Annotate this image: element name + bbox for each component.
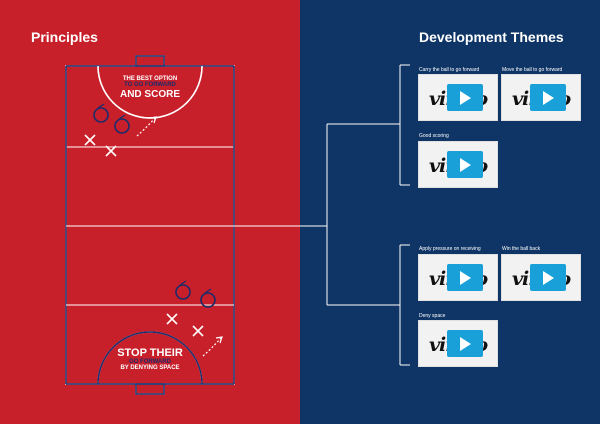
- theme-caption: Apply pressure on receiving: [419, 246, 481, 252]
- bottom-text-line3: BY DENYING SPACE: [120, 365, 180, 371]
- play-icon[interactable]: [447, 330, 483, 357]
- top-pitch-text: THE BEST OPTION TO GO FORWARD AND SCORE: [100, 76, 200, 100]
- principles-panel: [0, 0, 300, 424]
- opponent-circle-1: [175, 284, 191, 300]
- video-thumbnail[interactable]: vimeo: [418, 320, 498, 367]
- bottom-goal: [135, 383, 165, 395]
- video-thumbnail[interactable]: vimeo: [418, 141, 498, 188]
- pitch-outline: [65, 65, 235, 385]
- attacker-circle-1: [93, 107, 109, 123]
- play-icon[interactable]: [530, 264, 566, 291]
- theme-caption: Move the ball to go forward: [502, 67, 563, 73]
- play-icon[interactable]: [447, 151, 483, 178]
- opponent-circle-2: [200, 292, 216, 308]
- defender-cross-4: [192, 325, 204, 337]
- theme-caption: Deny space: [419, 313, 446, 319]
- bottom-pitch-text: STOP THEIR GO FORWARD BY DENYING SPACE: [100, 347, 200, 371]
- play-icon[interactable]: [447, 264, 483, 291]
- defence-arrow: [202, 337, 222, 357]
- play-icon[interactable]: [530, 84, 566, 111]
- top-text-line3: AND SCORE: [119, 89, 180, 100]
- theme-caption: Carry the ball to go forward: [419, 67, 480, 73]
- theme-caption: Good scoring: [419, 133, 449, 139]
- video-thumbnail[interactable]: vimeo: [501, 74, 581, 121]
- development-themes-title: Development Themes: [419, 29, 564, 45]
- defender-cross-3: [166, 313, 178, 325]
- video-thumbnail[interactable]: vimeo: [418, 254, 498, 301]
- attacker-circle-2: [114, 118, 130, 134]
- attack-arrow: [136, 117, 156, 137]
- top-text-line2: TO GO FORWARD: [124, 82, 176, 88]
- principles-title: Principles: [31, 29, 98, 45]
- bottom-text-line1: STOP THEIR: [117, 347, 183, 359]
- defender-cross-2: [105, 145, 117, 157]
- defender-cross-1: [84, 134, 96, 146]
- video-thumbnail[interactable]: vimeo: [418, 74, 498, 121]
- top-goal: [135, 55, 165, 67]
- video-thumbnail[interactable]: vimeo: [501, 254, 581, 301]
- top-text-line1: THE BEST OPTION: [122, 76, 178, 82]
- theme-caption: Win the ball back: [502, 246, 541, 252]
- bottom-text-line2: GO FORWARD: [129, 359, 171, 365]
- play-icon[interactable]: [447, 84, 483, 111]
